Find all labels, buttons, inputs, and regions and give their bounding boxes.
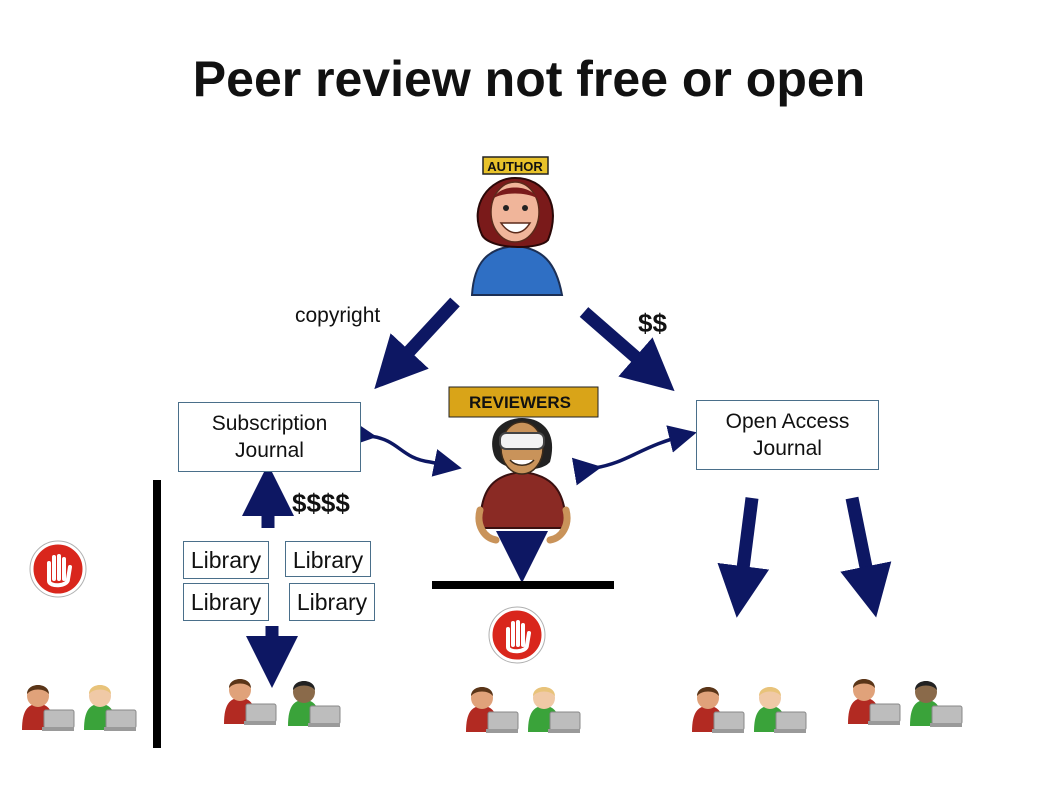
subscription-journal-line2: Journal [235, 439, 304, 462]
open-access-journal-line1: Open Access [725, 410, 850, 433]
library-box-4: Library [289, 583, 375, 621]
reader-with-laptop-icon [691, 686, 745, 734]
arrow-reviewer-open-access [571, 425, 697, 486]
author-payment-label: $$ [638, 308, 667, 338]
page-title: Peer review not free or open [192, 51, 866, 107]
copyright-label: copyright [295, 304, 381, 327]
library-box-1: Library [183, 541, 269, 579]
stop-hand-icon [29, 540, 87, 598]
reader-with-laptop-icon [527, 686, 581, 734]
library-box-3: Library [183, 583, 269, 621]
reader-with-laptop-icon [21, 684, 75, 732]
reader-with-laptop-icon [465, 686, 519, 734]
arrow-author-to-subscription [374, 297, 460, 390]
arrow-open-access-left [717, 497, 770, 618]
reader-with-laptop-icon [287, 680, 341, 728]
reviewers-badge: REVIEWERS [469, 393, 571, 412]
arrow-open-access-right [840, 496, 892, 618]
open-access-journal-line2: Journal [753, 437, 822, 460]
library-payment-label: $$$$ [292, 488, 350, 518]
reader-with-laptop-icon [223, 678, 277, 726]
arrow-reviewer-subscription [347, 419, 462, 477]
author-badge: AUTHOR [487, 159, 543, 174]
reader-with-laptop-icon [847, 678, 901, 726]
reader-with-laptop-icon [909, 680, 963, 728]
reader-with-laptop-icon [753, 686, 807, 734]
arrow-author-to-open-access [579, 307, 675, 392]
reader-with-laptop-icon [83, 684, 137, 732]
library-box-2: Library [285, 541, 371, 577]
subscription-journal-line1: Subscription [211, 412, 328, 435]
stop-hand-icon [488, 606, 546, 664]
